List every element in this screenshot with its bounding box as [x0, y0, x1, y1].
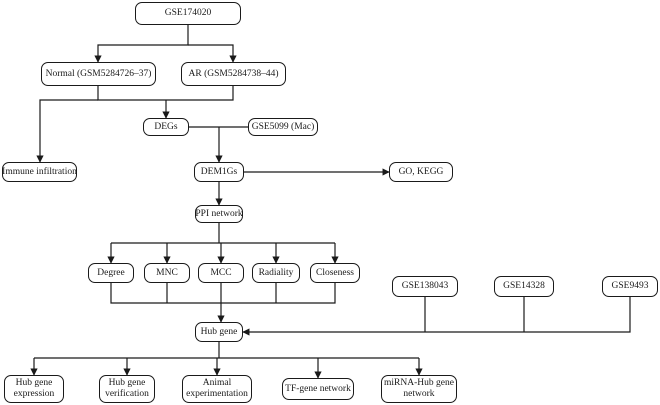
- node-closeness: Closeness: [310, 263, 360, 283]
- node-gse174020: GSE174020: [135, 2, 241, 25]
- node-mcc: MCC: [198, 263, 244, 283]
- node-mirna-hub-gene-network: miRNA-Hub gene network: [381, 375, 457, 403]
- node-ar: AR (GSM5284738–44): [181, 62, 286, 86]
- node-animal-experimentation: Animal experimentation: [182, 375, 252, 403]
- connector-17: [110, 283, 336, 304]
- connector-2: [188, 44, 237, 63]
- node-immune-infiltration: Immune infiltration: [2, 162, 77, 182]
- node-ppi-network: PPI network: [195, 205, 243, 223]
- node-hub-gene-verification: Hub gene verification: [99, 375, 155, 403]
- node-mnc: MNC: [144, 263, 190, 283]
- node-hub-gene-expression: Hub gene expression: [4, 375, 64, 403]
- node-radiality: Radiality: [252, 263, 300, 283]
- node-degs: DEGs: [143, 118, 189, 136]
- node-demigs: DEM1Gs: [194, 162, 244, 182]
- node-normal: Normal (GSM5284726–37): [41, 62, 156, 86]
- node-gse5099: GSE5099 (Mac): [248, 118, 318, 136]
- node-gse138043: GSE138043: [392, 276, 458, 297]
- node-go-kegg: GO, KEGG: [389, 162, 453, 182]
- node-gse14328: GSE14328: [494, 276, 554, 297]
- node-gse9493: GSE9493: [602, 276, 658, 297]
- node-degree: Degree: [88, 263, 134, 283]
- connector-5: [36, 99, 98, 163]
- node-tf-gene-network: TF-gene network: [282, 378, 354, 400]
- connector-3: [97, 86, 234, 101]
- connector-23: [242, 297, 631, 336]
- connector-1: [94, 25, 189, 63]
- node-hub-gene: Hub gene: [195, 322, 243, 342]
